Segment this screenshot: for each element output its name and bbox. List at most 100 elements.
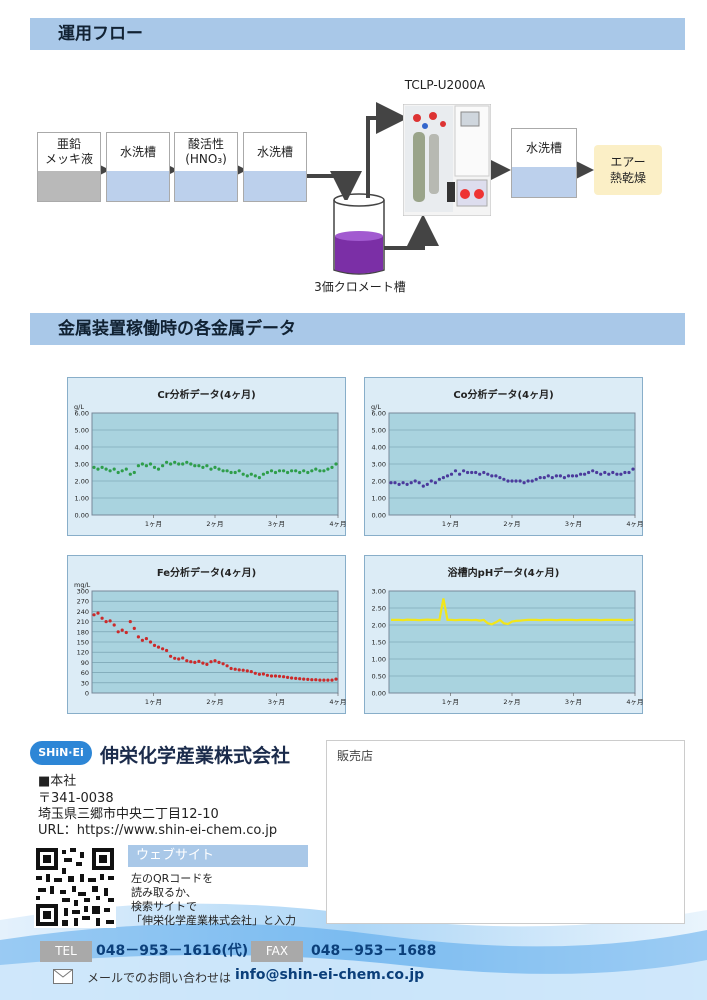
- data-point: [562, 476, 566, 480]
- data-point: [550, 476, 554, 480]
- company-url[interactable]: URL：https://www.shin-ei-chem.co.jp: [38, 823, 278, 838]
- x-tick-label: 1ヶ月: [145, 698, 162, 706]
- data-point: [554, 474, 558, 478]
- data-point: [249, 472, 253, 476]
- x-tick-label: 1ヶ月: [145, 520, 162, 528]
- data-point: [494, 474, 498, 478]
- data-point: [506, 479, 510, 483]
- step-line: 酸活性: [187, 137, 224, 151]
- data-point: [136, 464, 140, 468]
- data-point: [558, 474, 562, 478]
- data-point: [140, 638, 144, 642]
- data-point: [132, 626, 136, 630]
- data-point: [233, 470, 237, 475]
- y-axis-label: mg/L: [74, 581, 91, 589]
- x-tick-label: 3ヶ月: [268, 698, 285, 706]
- data-point: [108, 469, 112, 473]
- data-point: [417, 481, 421, 485]
- y-tick-label: 0.00: [372, 690, 386, 698]
- data-point: [161, 464, 165, 468]
- y-tick-label: 5.00: [75, 427, 89, 435]
- data-point: [534, 477, 538, 481]
- data-point: [470, 470, 474, 475]
- data-point: [185, 659, 189, 663]
- data-point: [310, 469, 314, 473]
- data-point: [144, 637, 148, 641]
- data-point: [401, 481, 405, 485]
- data-point: [627, 470, 631, 475]
- data-point: [490, 474, 494, 478]
- flow-connectors: [86, 102, 594, 250]
- data-point: [437, 477, 441, 481]
- x-tick-label: 2ヶ月: [503, 698, 520, 706]
- tel-number[interactable]: 048－953－1616(代): [96, 943, 249, 959]
- data-point: [136, 635, 140, 639]
- data-point: [441, 476, 445, 480]
- data-point: [241, 668, 245, 672]
- data-point: [249, 670, 253, 674]
- data-point: [245, 669, 249, 673]
- data-point: [100, 465, 104, 469]
- mail-address[interactable]: info@shin-ei-chem.co.jp: [235, 967, 425, 983]
- tclp-device: [403, 104, 491, 216]
- section-header-metal-data: 金属装置稼働時の各金属データ: [30, 313, 685, 345]
- data-point: [322, 678, 326, 682]
- data-point: [197, 464, 201, 468]
- data-point: [286, 675, 290, 679]
- data-point: [314, 678, 318, 682]
- data-point: [591, 469, 595, 473]
- data-point: [193, 464, 197, 468]
- step-line: 熱乾燥: [609, 171, 646, 185]
- y-tick-label: 1.00: [372, 495, 386, 503]
- x-tick-label: 3ヶ月: [565, 698, 582, 706]
- data-point: [330, 678, 334, 682]
- x-tick-label: 1ヶ月: [442, 698, 459, 706]
- x-tick-label: 2ヶ月: [206, 520, 223, 528]
- y-tick-label: 120: [77, 649, 89, 657]
- data-point: [615, 472, 619, 476]
- data-point: [92, 613, 96, 617]
- flow-step-label: 水洗槽: [256, 144, 293, 159]
- y-tick-label: 2.00: [372, 478, 386, 486]
- data-point: [595, 470, 599, 475]
- fax-number: 048－953－1688: [311, 943, 437, 959]
- data-point: [298, 677, 302, 681]
- step-line: エアー: [610, 155, 646, 169]
- data-point: [165, 460, 169, 464]
- data-point: [277, 674, 282, 678]
- data-point: [165, 648, 169, 653]
- data-point: [389, 481, 393, 485]
- bath-fill: [512, 167, 576, 197]
- y-tick-label: 1.00: [75, 495, 89, 503]
- operation-flow-diagram: 亜鉛メッキ液 水洗槽 酸活性(HNO₃) 水洗槽 3価クロメート槽 TCLP-U…: [0, 60, 707, 310]
- data-point: [326, 678, 330, 682]
- data-point: [237, 469, 241, 473]
- data-point: [273, 674, 278, 678]
- data-point: [132, 470, 136, 475]
- data-point: [104, 620, 108, 624]
- company-name: 伸栄化学産業株式会社: [100, 745, 291, 767]
- data-point: [205, 464, 209, 468]
- data-point: [302, 469, 306, 473]
- data-point: [619, 472, 623, 476]
- data-point: [173, 460, 177, 464]
- data-point: [237, 668, 241, 672]
- y-tick-label: 210: [77, 618, 89, 626]
- y-tick-label: 0: [85, 690, 89, 698]
- postal-code: 〒341-0038: [38, 791, 114, 806]
- y-axis-label: g/L: [74, 403, 84, 411]
- data-point: [265, 470, 269, 475]
- y-tick-label: 4.00: [372, 444, 386, 452]
- step-line: メッキ液: [44, 152, 93, 166]
- x-tick-label: 4ヶ月: [329, 520, 346, 528]
- data-point: [148, 640, 153, 644]
- data-point: [574, 474, 579, 478]
- chart-title: Fe分析データ(4ヶ月): [156, 568, 257, 579]
- data-point: [213, 465, 217, 469]
- qr-code-icon[interactable]: [34, 846, 116, 928]
